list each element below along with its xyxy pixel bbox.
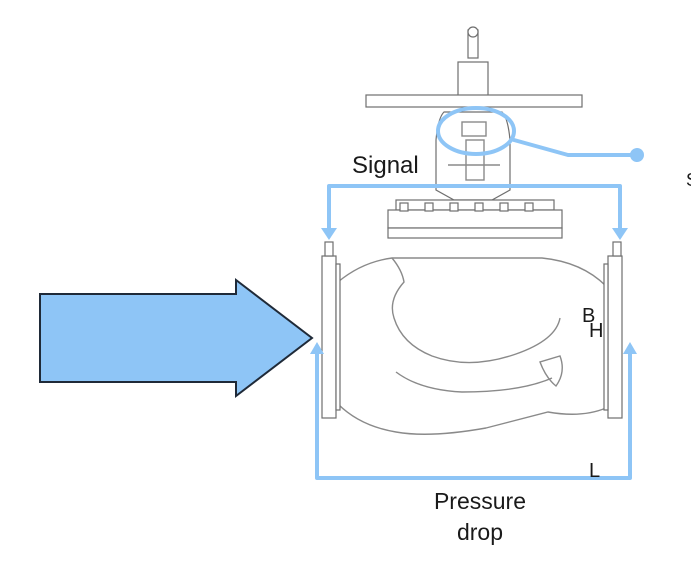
actuator-highlight-ellipse [436, 106, 516, 156]
signal-arrow-inlet [321, 228, 337, 240]
signal-line-top [327, 184, 622, 238]
signal-label: Signal [352, 152, 419, 179]
spindle [465, 139, 485, 181]
signal-arrow-outlet [612, 228, 628, 240]
signal-leader-line [512, 138, 636, 157]
inlet-flange-face [335, 263, 341, 411]
stem-bushing [457, 61, 489, 97]
drain-boss [539, 355, 563, 388]
body-lower-contour [395, 371, 553, 393]
inlet-flange [321, 255, 337, 419]
handwheel [365, 94, 583, 108]
bonnet-bolts [399, 202, 534, 212]
bonnet-bottom-flange [387, 227, 563, 239]
stem-cap [467, 26, 479, 38]
pressure-arrow-inlet [310, 342, 324, 354]
body-inner-contour [391, 257, 561, 364]
bonnet-flange [387, 209, 563, 229]
cut-off-label-fragment: S [686, 170, 691, 191]
valve-body [337, 257, 607, 435]
port-b-label: B [582, 305, 596, 327]
outlet-flange-face [603, 263, 609, 411]
pressure-drop-loop [315, 348, 632, 480]
globe-valve-drawing [321, 26, 623, 435]
port-l-label: L [589, 460, 601, 482]
flow-direction-arrow [39, 277, 314, 399]
outlet-flange [607, 255, 623, 419]
port-h-label: H [589, 320, 604, 342]
position-indicator [461, 121, 487, 137]
pressure-arrow-outlet [623, 342, 637, 354]
outlet-test-point [612, 241, 622, 257]
inlet-test-point [324, 241, 334, 257]
pressure-drop-line1: Pressure [433, 488, 527, 514]
signal-connection-dot [630, 148, 644, 162]
pressure-drop-line2: drop [456, 519, 504, 545]
pressure-drop-label: Pressure drop [420, 486, 540, 548]
